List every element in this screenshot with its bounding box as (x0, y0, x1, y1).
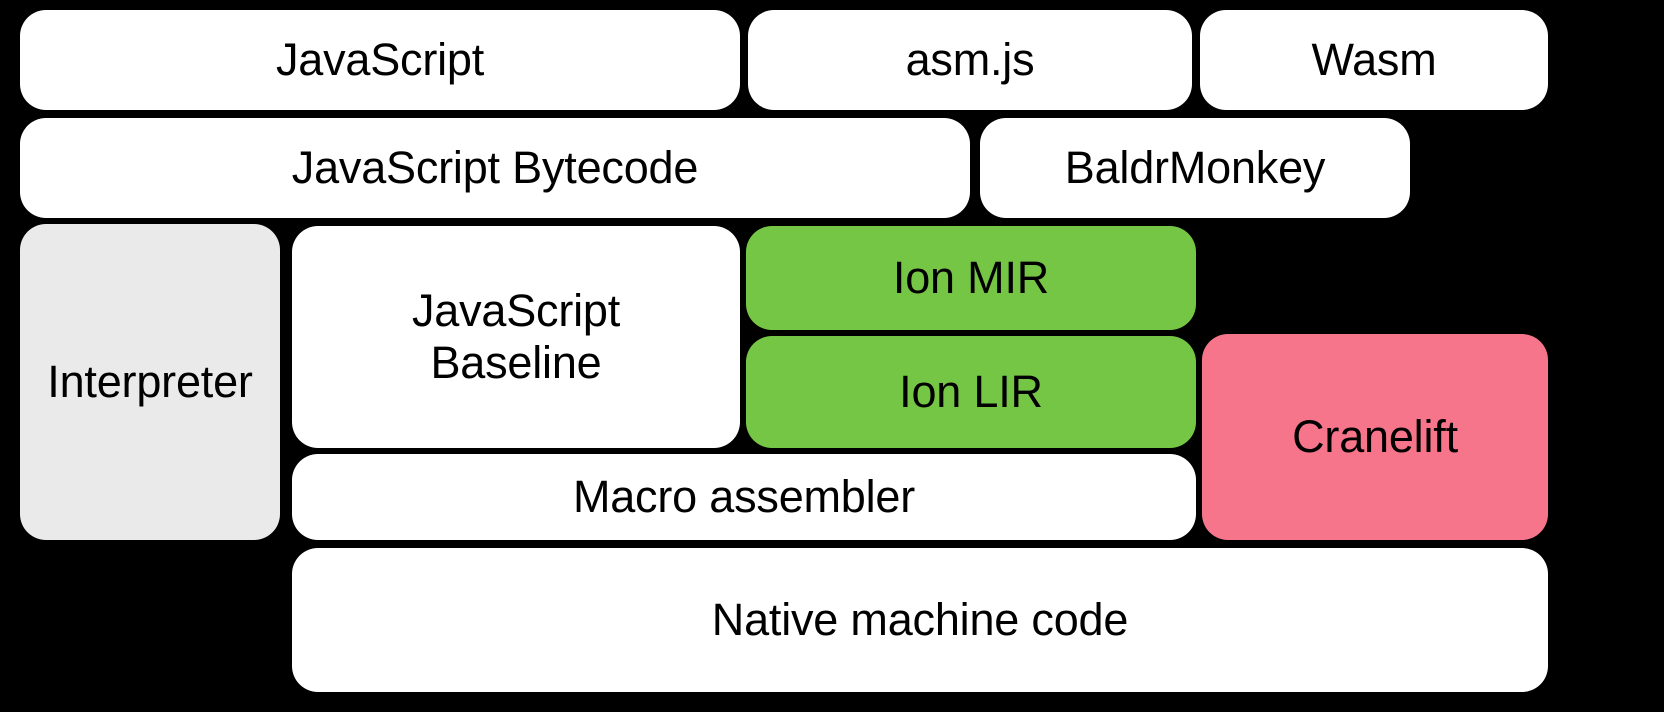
node-ion-mir: Ion MIR (746, 226, 1196, 330)
node-cranelift: Cranelift (1202, 334, 1548, 540)
node-native-machine-code: Native machine code (292, 548, 1548, 692)
node-baldrmonkey: BaldrMonkey (980, 118, 1410, 218)
node-macro-assembler: Macro assembler (292, 454, 1196, 540)
node-wasm: Wasm (1200, 10, 1548, 110)
node-javascript-baseline: JavaScript Baseline (292, 226, 740, 448)
node-javascript: JavaScript (20, 10, 740, 110)
node-asm-js: asm.js (748, 10, 1192, 110)
node-javascript-bytecode: JavaScript Bytecode (20, 118, 970, 218)
node-ion-lir: Ion LIR (746, 336, 1196, 448)
node-interpreter: Interpreter (20, 224, 280, 540)
